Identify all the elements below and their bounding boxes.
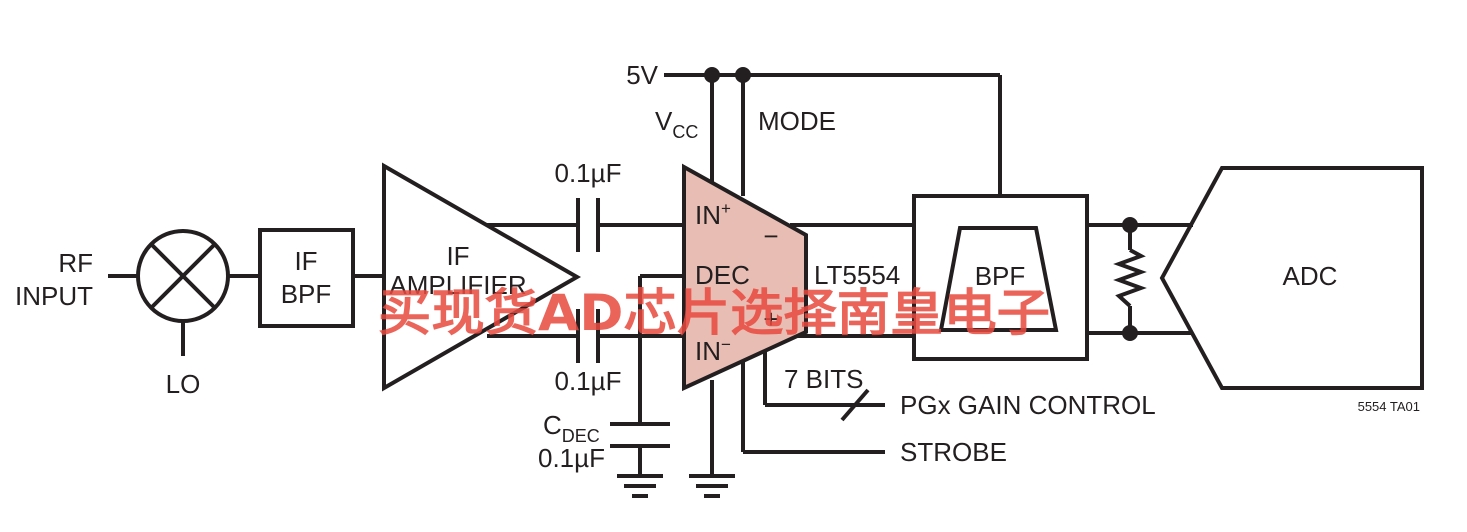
- ground-symbol-cdec: [617, 474, 663, 498]
- watermark-text: 买现货AD芯片选择南皇电子: [378, 284, 1050, 342]
- junction-dots: [704, 67, 1138, 341]
- supply-label: 5V: [626, 60, 658, 90]
- wires: [108, 73, 1193, 476]
- if-bpf-box: [258, 228, 355, 328]
- lo-label: LO: [166, 369, 201, 399]
- in-plus-label: IN+: [695, 199, 731, 230]
- ground-symbol-amp: [689, 474, 735, 498]
- if-amplifier-label-line1: IF: [446, 241, 469, 271]
- if-amplifier-label-line2: AMPLIFIER: [389, 270, 526, 300]
- bits-label: 7 BITS: [784, 364, 863, 394]
- bpf-filter-shape: [938, 226, 1059, 332]
- cdec-value: 0.1µF: [538, 443, 605, 473]
- rf-label: RF: [58, 248, 93, 278]
- vcc-label: VCC: [655, 106, 698, 142]
- mixer-symbol: [136, 229, 230, 323]
- bpf-label: BPF: [975, 261, 1026, 291]
- if-bpf-label-line1: IF: [294, 246, 317, 276]
- output-minus-sign: −: [763, 221, 778, 251]
- capacitor-top-value: 0.1µF: [554, 158, 621, 188]
- adc-label: ADC: [1283, 261, 1338, 291]
- dec-label: DEC: [695, 260, 750, 290]
- capacitor-bottom: [576, 309, 600, 363]
- figure-id: 5554 TA01: [1358, 399, 1420, 414]
- in-minus-label: IN−: [695, 335, 731, 366]
- adc-block: [1159, 166, 1424, 390]
- resistor: [1113, 248, 1147, 308]
- if-amplifier-triangle: [382, 162, 582, 392]
- cdec-label: CDEC: [543, 410, 600, 446]
- gain-control-label: PGx GAIN CONTROL: [900, 390, 1156, 420]
- part-number-label: LT5554: [814, 260, 900, 290]
- strobe-label: STROBE: [900, 437, 1007, 467]
- lt5554-amplifier: [682, 163, 808, 392]
- if-bpf-label-line2: BPF: [281, 279, 332, 309]
- input-label: INPUT: [15, 281, 93, 311]
- bpf-box: [912, 194, 1089, 361]
- cdec-capacitor: [610, 422, 670, 448]
- output-plus-sign: +: [763, 304, 778, 334]
- mode-label: MODE: [758, 106, 836, 136]
- capacitor-top: [576, 198, 600, 252]
- capacitor-bottom-value: 0.1µF: [554, 366, 621, 396]
